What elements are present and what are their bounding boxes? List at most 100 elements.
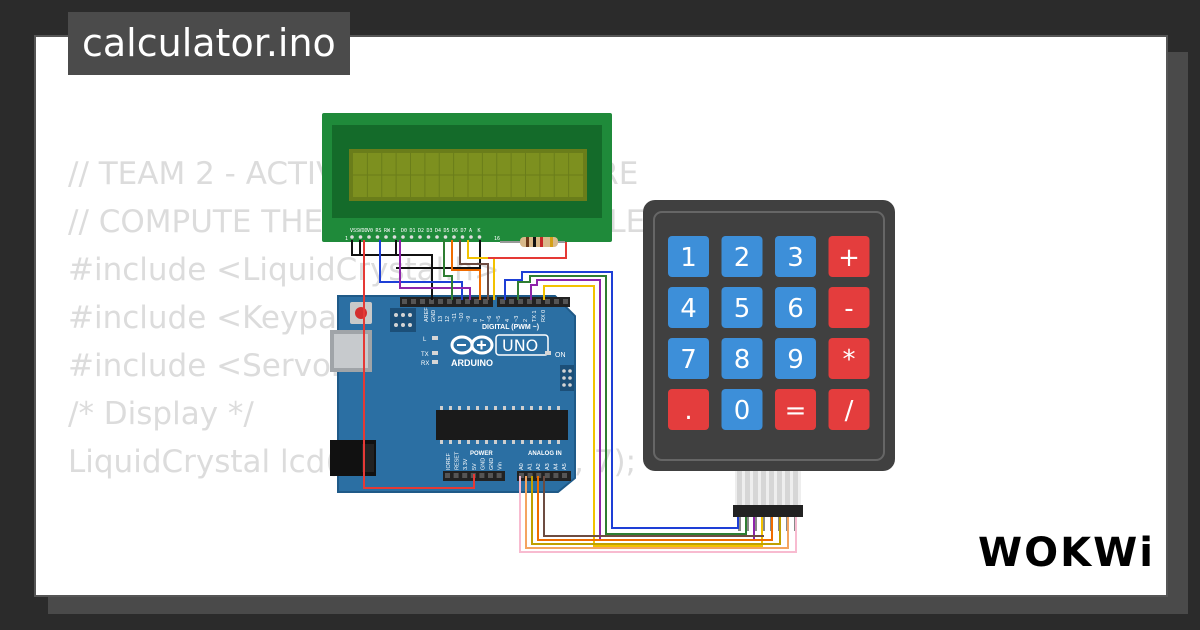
lcd-pin-label: D0 <box>401 228 407 234</box>
keypad-key-6[interactable]: 6 <box>775 287 816 328</box>
lcd-pin <box>367 235 371 239</box>
keypad-key-minus[interactable]: - <box>828 287 870 328</box>
keypad-key-dot[interactable]: . <box>668 389 709 430</box>
analog-pin-label: A5 <box>562 463 568 470</box>
keypad-key-3[interactable]: 3 <box>775 236 816 277</box>
svg-text:9: 9 <box>787 345 804 375</box>
digital-pin-label: 2 <box>523 319 529 322</box>
power-pin-label: IOREF <box>446 453 452 470</box>
keypad-key-divide[interactable]: / <box>828 389 870 430</box>
svg-text:3: 3 <box>787 243 804 273</box>
file-tab[interactable]: calculator.ino <box>68 12 350 75</box>
led-rx-label: RX <box>421 361 429 367</box>
lcd-pin <box>401 235 405 239</box>
lcd-pin-label: D4 <box>435 228 441 234</box>
svg-text:2: 2 <box>734 243 751 273</box>
lcd-pin-label: D3 <box>427 228 433 234</box>
lcd-pin <box>375 235 380 239</box>
wokwi-logo-text: WOKWi <box>978 530 1151 576</box>
uno-label: UNO <box>502 336 538 355</box>
digital-pin-label: 7 <box>480 319 486 322</box>
svg-text:-: - <box>844 294 853 324</box>
lcd-pin <box>435 235 439 239</box>
digital-pin-label: ~3 <box>514 316 520 322</box>
lcd-pin-label: RW <box>384 228 391 234</box>
lcd-pin <box>384 235 388 239</box>
keypad-key-equals[interactable]: = <box>775 389 816 430</box>
digital-pin-label: ~11 <box>452 313 458 322</box>
digital-pin-label: 12 <box>445 316 451 322</box>
digital-pin-label: TX 1 <box>532 310 538 322</box>
lcd-pin <box>460 235 465 239</box>
lcd-pin-label: K <box>478 228 481 234</box>
microcontroller-chip <box>436 410 568 440</box>
lcd-pin-label: D5 <box>444 228 450 234</box>
keypad-key-4[interactable]: 4 <box>668 287 709 328</box>
lcd-pin-label: D6 <box>452 228 458 234</box>
digital-pin-label: GND <box>431 310 437 322</box>
svg-text:7: 7 <box>680 345 697 375</box>
lcd-pin-label: A <box>469 228 472 234</box>
lcd-pin <box>409 235 414 239</box>
lcd-pin-label: D7 <box>461 228 467 234</box>
power-pin-label: 3.3V <box>463 458 469 470</box>
analog-pin-label: A3 <box>545 463 551 470</box>
svg-text:6: 6 <box>787 294 804 324</box>
digital-pin-label: ~10 <box>459 313 465 322</box>
svg-text:+: + <box>838 243 860 273</box>
digital-pin-label: ~6 <box>487 316 493 322</box>
analog-pin-label: A1 <box>528 463 534 470</box>
keypad-key-plus[interactable]: + <box>828 236 870 277</box>
svg-text:5: 5 <box>734 294 751 324</box>
keypad-key-1[interactable]: 1 <box>668 236 709 277</box>
wokwi-logo[interactable]: WOKWi <box>976 528 1151 576</box>
arduino-brand: ARDUINO <box>451 358 493 368</box>
analog-pin-label: A2 <box>536 463 542 470</box>
lcd-pin <box>469 235 473 239</box>
keypad-key-9[interactable]: 9 <box>775 338 816 379</box>
keypad-key-8[interactable]: 8 <box>721 338 763 379</box>
svg-text:*: * <box>843 345 856 375</box>
lcd-pin-label: VSS <box>350 228 359 234</box>
lcd-pin <box>426 235 431 239</box>
lcd-pin-label: D2 <box>418 228 424 234</box>
keypad-ribbon-connector <box>733 471 803 531</box>
keypad-key-0[interactable]: 0 <box>721 389 763 430</box>
resistor[interactable] <box>500 237 565 247</box>
power-pin-label: GND <box>489 458 495 470</box>
keypad-key-multiply[interactable]: * <box>828 338 870 379</box>
digital-pin-label: 8 <box>473 319 479 322</box>
svg-text:=: = <box>785 396 807 426</box>
lcd-pin <box>392 235 397 239</box>
digital-pin-label: 4 <box>505 319 511 322</box>
svg-text:/: / <box>845 396 854 426</box>
power-pin-label: RESET <box>455 451 461 470</box>
power-pin-label: Vin <box>498 462 504 470</box>
svg-text:8: 8 <box>734 345 751 375</box>
lcd-pin-label: D1 <box>410 228 416 234</box>
keypad-key-2[interactable]: 2 <box>721 236 763 277</box>
keypad-key-7[interactable]: 7 <box>668 338 709 379</box>
power-pin-label: GND <box>480 458 486 470</box>
digital-label: DIGITAL (PWM ~) <box>482 324 539 331</box>
lcd-pin-number-16: 16 <box>494 236 500 242</box>
lcd-pin-number-1: 1 <box>345 236 348 242</box>
digital-pin-label: AREF <box>424 307 430 322</box>
digital-pin-label: ~9 <box>466 316 472 322</box>
lcd-pin-label: V0 <box>367 228 373 234</box>
svg-text:0: 0 <box>734 396 751 426</box>
led-tx-label: TX <box>421 352 429 358</box>
lcd-pin <box>418 235 422 239</box>
lcd-pin <box>350 235 354 239</box>
reset-button[interactable] <box>355 307 367 319</box>
lcd-pin-label: E <box>393 228 396 234</box>
keypad-key-5[interactable]: 5 <box>721 287 763 328</box>
